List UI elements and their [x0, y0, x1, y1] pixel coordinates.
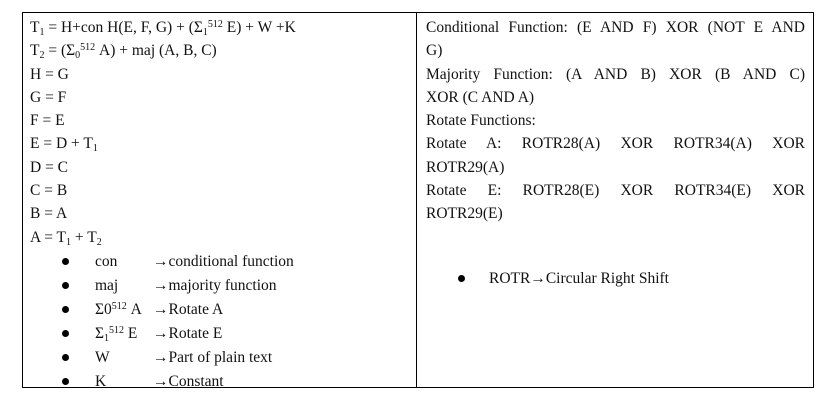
subscript: 0: [75, 50, 81, 62]
subscript: 1: [39, 27, 45, 38]
text-segment: A) + maj (A, B, C): [95, 42, 217, 60]
definition-line: Rotate Functions:: [426, 112, 536, 130]
text-segment: K: [95, 372, 107, 390]
legend-term: maj: [95, 274, 153, 298]
text-segment: T: [30, 42, 40, 60]
definition-line: Majority Function: (A AND B) XOR (B AND …: [426, 65, 805, 83]
legend-list: con →conditional function maj →majority fun…: [30, 250, 416, 394]
formula-line: T2 = (Σ0512 A) + maj (A, B, C): [30, 39, 416, 62]
definition-line: Rotate A: ROTR28(A) XOR ROTR34(A) XOR: [426, 135, 805, 153]
formula-lines: T1 = H+con H(E, F, G) + (Σ1512 E) + W +K…: [30, 16, 416, 249]
text-segment: E: [124, 324, 138, 342]
subscript: 1: [104, 332, 110, 344]
text-segment: + T: [71, 228, 97, 246]
text-segment: Σ: [95, 324, 105, 342]
bullet-icon: [62, 258, 69, 266]
bullet-icon: [62, 306, 69, 314]
formula-line: T1 = H+con H(E, F, G) + (Σ1512 E) + W +K: [30, 16, 416, 39]
legend-term: K: [95, 370, 153, 394]
formula-line: C = B: [30, 179, 416, 202]
legend-description: →conditional function: [153, 252, 294, 270]
subscript: 2: [96, 236, 102, 248]
algorithm-table: T1 = H+con H(E, F, G) + (Σ1512 E) + W +K…: [22, 12, 814, 390]
superscript: 512: [109, 324, 125, 336]
formula-line: A = T1 + T2: [30, 226, 416, 249]
text-segment: G = F: [30, 88, 67, 106]
definition-line: Conditional Function: (E AND F) XOR (NOT…: [426, 19, 805, 36]
function-definitions: Conditional Function: (E AND F) XOR (NOT…: [426, 16, 805, 226]
text-segment: con: [95, 252, 118, 270]
list-item: Σ1512 E →Rotate E: [30, 322, 416, 346]
definition-line: XOR (C AND A): [426, 88, 535, 106]
list-item: K →Constant: [30, 370, 416, 394]
subscript: 2: [39, 50, 45, 62]
text-segment: = (Σ: [44, 42, 76, 60]
formula-line: G = F: [30, 86, 416, 109]
formula-line: F = E: [30, 109, 416, 132]
list-item: W →Part of plain text: [30, 346, 416, 370]
bullet-icon: [62, 354, 69, 362]
formula-line: B = A: [30, 202, 416, 225]
list-item: maj →majority function: [30, 274, 416, 298]
functions-cell: Conditional Function: (E AND F) XOR (NOT…: [417, 13, 813, 387]
definition-line: G): [426, 42, 443, 60]
bullet-icon: [62, 330, 69, 338]
bullet-icon: [458, 275, 465, 283]
text-segment: E = D + T: [30, 135, 93, 153]
text-segment: maj: [95, 276, 119, 294]
subscript: 1: [92, 143, 98, 155]
legend-term: Σ0512 A: [95, 298, 153, 322]
text-segment: B = A: [30, 205, 68, 223]
legend-description: →majority function: [153, 276, 277, 294]
text-segment: C = B: [30, 182, 68, 200]
formula-line: H = G: [30, 63, 416, 86]
text-segment: D = C: [30, 158, 69, 176]
subscript: 1: [202, 27, 208, 38]
formula-line: E = D + T1: [30, 132, 416, 155]
text-segment: A = T: [30, 228, 67, 246]
rotr-definition: ROTR→Circular Right Shift: [489, 269, 669, 287]
superscript: 512: [111, 300, 127, 312]
bullet-icon: [62, 378, 69, 386]
bullet-icon: [62, 282, 69, 290]
superscript: 512: [80, 42, 96, 54]
legend-term: W: [95, 346, 153, 370]
text-segment: H = G: [30, 65, 69, 83]
text-segment: = H+con H(E, F, G) + (Σ: [44, 19, 203, 36]
list-item: con →conditional function: [30, 250, 416, 274]
legend-term: Σ1512 E: [95, 322, 153, 346]
legend-description: →Part of plain text: [153, 348, 273, 366]
formulas-cell: T1 = H+con H(E, F, G) + (Σ1512 E) + W +K…: [23, 13, 417, 390]
definition-line: ROTR29(E): [426, 205, 503, 223]
formula-line: D = C: [30, 156, 416, 179]
list-item: Σ0512 A →Rotate A: [30, 298, 416, 322]
list-item: ROTR→Circular Right Shift: [426, 270, 805, 288]
legend-description: →Rotate A: [153, 300, 224, 318]
legend-description: →Constant: [153, 372, 224, 390]
text-segment: W: [95, 348, 110, 366]
legend-description: →Rotate E: [153, 324, 223, 342]
text-segment: F = E: [30, 112, 65, 130]
definition-line: Rotate E: ROTR28(E) XOR ROTR34(E) XOR: [426, 182, 805, 200]
subscript: 1: [66, 236, 72, 248]
text-segment: Σ0: [95, 300, 112, 318]
legend-term: con: [95, 250, 153, 274]
definition-line: ROTR29(A): [426, 158, 505, 176]
text-segment: T: [30, 19, 40, 36]
text-segment: E) + W +K: [222, 19, 296, 36]
superscript: 512: [207, 19, 223, 30]
text-segment: A: [126, 300, 142, 318]
